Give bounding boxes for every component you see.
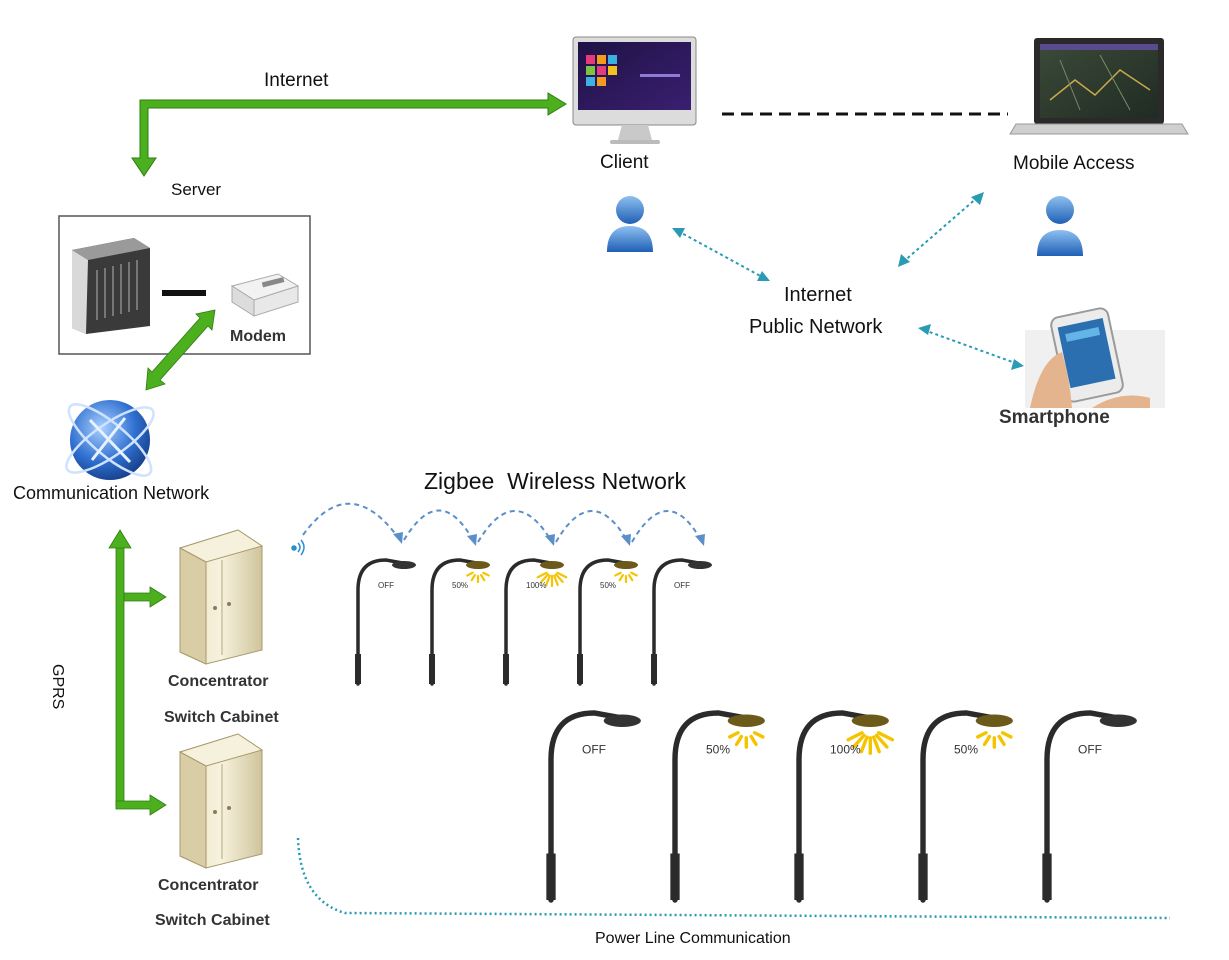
lamp-light-ray [997,734,1006,747]
lamp-light-ray [554,573,564,583]
plc-lamps-lamp-3: 100% [794,710,895,903]
lamp-light-ray [540,573,550,583]
lamp-light-ray [536,571,548,579]
client-user-icon [607,196,653,252]
lamp-light-ray [728,731,740,739]
lamp-light-ray [1000,731,1013,739]
switch-cabinet-2-label: Switch Cabinet [155,912,270,929]
client-label: Client [600,152,649,173]
power-line-label: Power Line Communication [595,930,791,947]
internet-link-arrowheads [672,192,1024,370]
zigbee-lamps-lamp-5: OFF [651,558,712,686]
lamp-light-ray [466,571,474,577]
internet-public-label-2: Public Network [749,316,883,338]
concentrator-1-label: Concentrator [168,673,269,690]
lamp-light-ray [553,574,559,587]
lamp-light-ray [470,574,476,582]
lamp-light-ray [545,574,551,587]
laptop-icon [1009,38,1189,135]
lamp-light-ray [752,731,765,739]
modem-label: Modem [230,328,286,345]
zigbee-lamps-lamp-2-level: 50% [452,581,468,590]
plc-lamps-lamp-2: 50% [670,710,765,903]
lamp-light-ray [618,574,624,582]
client-computer-icon [572,36,697,144]
plc-lamps: OFF 50% 100% 50% OFF [546,710,1137,903]
lamp-light-ray [876,731,895,742]
zigbee-hop-arrowheads [393,532,705,546]
zigbee-lamps-lamp-5-level: OFF [674,581,690,590]
lamp-light-ray [749,734,758,747]
lamp-light-ray [630,571,638,577]
plc-lamps-lamp-5-level: OFF [1078,742,1102,756]
plc-lamps-lamp-4-level: 50% [954,742,978,756]
lamp-light-ray [734,734,744,747]
internet-top-label: Internet [264,70,329,91]
switch-cabinet-1-label: Switch Cabinet [164,709,279,726]
server-icon [72,238,150,334]
modem-globe-arrow [145,309,216,391]
gprs-arrows [108,529,167,816]
plc-lamps-lamp-1: OFF [546,710,641,903]
mobile-access-label: Mobile Access [1013,153,1135,174]
lamp-light-ray [480,574,486,582]
cabinet-2-icon [178,733,264,869]
lamp-light-ray [556,571,568,579]
plc-lamps-lamp-2-level: 50% [706,742,730,756]
zigbee-lamps-lamp-3: 100% [503,558,568,686]
cabinet-1-icon [178,529,264,665]
plc-lamps-lamp-5: OFF [1042,710,1137,903]
lamp-light-ray [614,571,622,577]
plc-lamps-lamp-3-level: 100% [830,742,861,756]
globe-icon [65,400,155,480]
plc-lamps-lamp-1-level: OFF [582,742,606,756]
lamp-light-ray [482,571,490,577]
server-modem-cable [162,290,206,296]
zigbee-lamps-lamp-3-level: 100% [526,581,546,590]
internet-public-label-1: Internet [784,284,852,306]
zigbee-title: Zigbee Wireless Network [424,468,687,494]
internet-green-arrow [131,92,567,177]
modem-icon [230,273,300,317]
lamp-light-ray [852,733,866,749]
server-label: Server [171,180,222,199]
lamp-light-ray [846,731,864,742]
lamp-light-ray [859,735,869,754]
lamp-light-ray [976,731,988,739]
zigbee-lamps-lamp-4-level: 50% [600,581,616,590]
gprs-label: GPRS [49,664,66,710]
zigbee-source-wifi-icon [291,539,305,556]
zigbee-lamps-lamp-2: 50% [429,558,490,686]
concentrator-2-label: Concentrator [158,877,259,894]
zigbee-lamps-lamp-1: OFF [355,558,416,686]
communication-network-label: Communication Network [13,483,210,503]
lamp-light-ray [874,733,889,749]
internet-links [677,196,1019,365]
lamp-light-ray [628,574,634,582]
power-line [296,837,1171,920]
zigbee-lamps: OFF 50% 100% 50% OFF [355,558,712,686]
smartphone-label: Smartphone [999,407,1110,428]
lamp-light-ray [871,735,881,754]
zigbee-hop-arcs [302,502,703,543]
zigbee-lamps-lamp-4: 50% [577,558,638,686]
zigbee-lamps-lamp-1-level: OFF [378,581,394,590]
plc-lamps-lamp-4: 50% [918,710,1013,903]
lamp-light-ray [982,734,992,747]
smartphone-icon [1025,307,1165,408]
mobile-user-icon [1037,196,1083,256]
